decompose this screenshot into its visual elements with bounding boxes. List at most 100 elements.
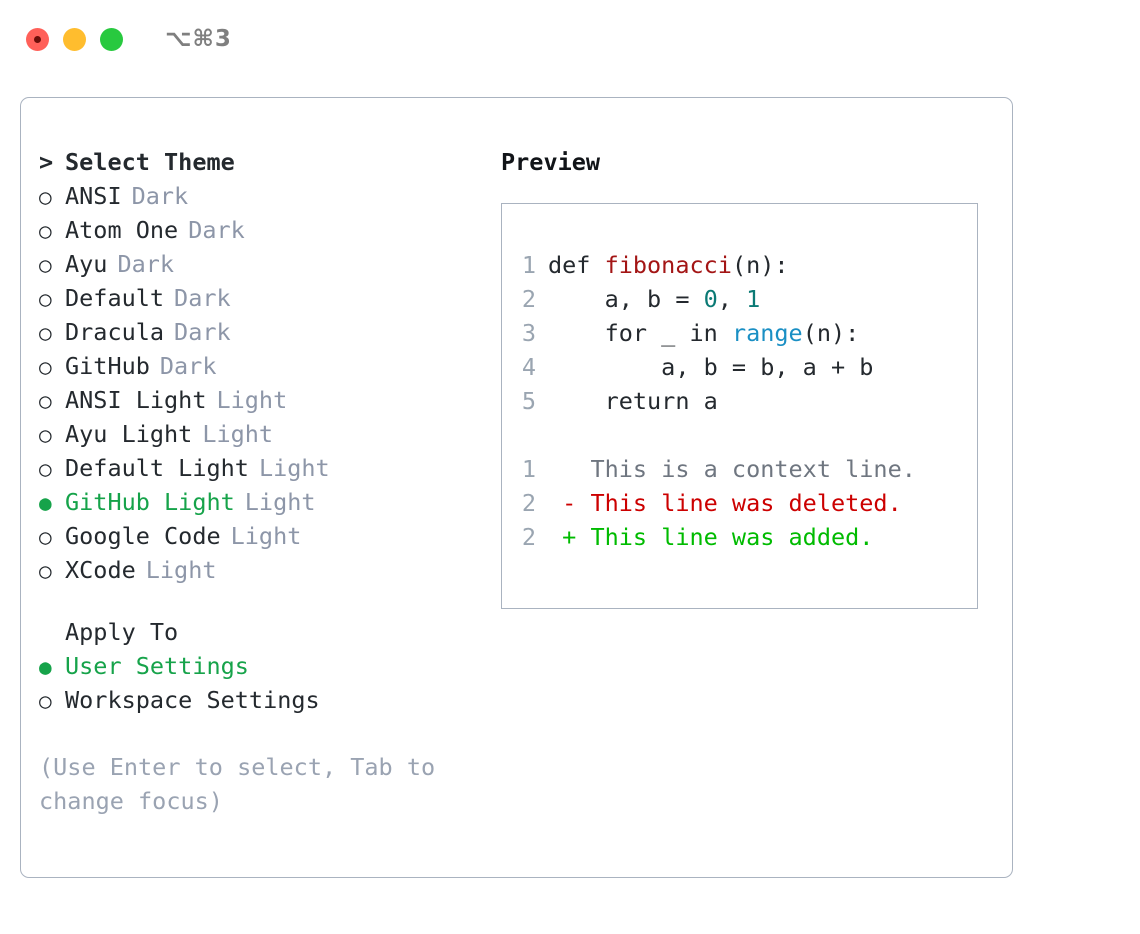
code-line-content: def fibonacci(n): xyxy=(548,251,789,279)
code-line: 4 a, b = b, a + b xyxy=(502,353,977,387)
radio-unselected-icon: ○ xyxy=(39,457,52,481)
radio-unselected-icon: ○ xyxy=(39,253,52,277)
theme-option-atom-one[interactable]: ○ Atom One Dark xyxy=(39,216,479,250)
theme-option-ayu-light[interactable]: ○ Ayu Light Light xyxy=(39,420,479,454)
keyboard-hint-text: (Use Enter to select, Tab to change focu… xyxy=(39,753,436,815)
diff-line-number: 1 xyxy=(521,455,536,483)
zoom-button[interactable] xyxy=(100,27,123,51)
code-token-fn: fibonacci xyxy=(604,251,732,279)
diff-line-ctx: 1 This is a context line. xyxy=(502,455,977,489)
code-line-number: 3 xyxy=(521,319,536,347)
radio-unselected-icon: ○ xyxy=(39,219,52,243)
theme-option-ansi[interactable]: ○ ANSI Dark xyxy=(39,182,479,216)
radio-unselected-icon: ○ xyxy=(39,423,52,447)
apply-to-list: ● User Settings ○Workspace Settings xyxy=(39,652,479,720)
theme-option-tag: Light xyxy=(145,556,217,584)
theme-option-tag: Light xyxy=(244,488,316,516)
theme-option-tag: Dark xyxy=(131,182,189,210)
theme-option-label: ANSI Light xyxy=(65,386,207,414)
code-token-plain: return a xyxy=(548,387,718,415)
title-bar: ⌥⌘3 xyxy=(0,0,1140,78)
radio-unselected-icon: ○ xyxy=(39,185,52,209)
diff-sign: + xyxy=(548,523,591,551)
theme-option-label: Default xyxy=(65,284,165,312)
code-line-content: a, b = b, a + b xyxy=(548,353,873,381)
diff-preview: 1 This is a context line.2 - This line w… xyxy=(502,455,977,557)
code-token-plain: (n): xyxy=(731,251,789,279)
apply-to-option-label: User Settings xyxy=(65,652,249,680)
diff-line-text: This line was added. xyxy=(590,523,874,551)
code-line-content: for _ in range(n): xyxy=(548,319,860,347)
code-token-plain: a, b = xyxy=(548,285,704,313)
code-line-number: 4 xyxy=(521,353,536,381)
code-line-number: 5 xyxy=(521,387,536,415)
diff-line-add: 2 + This line was added. xyxy=(502,523,977,557)
diff-line-del: 2 - This line was deleted. xyxy=(502,489,977,523)
apply-to-option-user-settings[interactable]: ● User Settings xyxy=(39,652,479,686)
code-line: 5 return a xyxy=(502,387,977,421)
apply-to-title: Apply To xyxy=(65,618,179,646)
close-button[interactable] xyxy=(26,27,49,51)
code-line: 3 for _ in range(n): xyxy=(502,319,977,353)
theme-option-tag: Dark xyxy=(174,318,231,346)
minimize-button[interactable] xyxy=(63,27,86,51)
theme-option-label: ANSI xyxy=(65,182,122,210)
radio-unselected-icon: ○ xyxy=(39,321,52,345)
theme-option-label: GitHub Light xyxy=(65,488,235,516)
radio-unselected-icon: ○ xyxy=(39,389,52,413)
theme-option-tag: Dark xyxy=(117,250,175,278)
diff-sign: - xyxy=(548,489,591,517)
theme-option-label: Atom One xyxy=(65,216,179,244)
code-token-plain: for _ in xyxy=(548,319,732,347)
theme-option-label: Google Code xyxy=(65,522,221,550)
radio-unselected-icon: ○ xyxy=(39,287,52,311)
code-token-plain: def xyxy=(548,251,605,279)
diff-line-text: This line was deleted. xyxy=(590,489,902,517)
preview-title: Preview xyxy=(501,148,601,176)
theme-option-label: XCode xyxy=(65,556,136,584)
theme-option-default[interactable]: ○ Default Dark xyxy=(39,284,479,318)
theme-option-tag: Light xyxy=(202,420,274,448)
preview-gap xyxy=(502,421,977,455)
radio-selected-icon: ● xyxy=(39,655,52,679)
diff-line-text: This is a context line. xyxy=(590,455,916,483)
code-line-content: return a xyxy=(548,387,718,415)
code-token-plain: , xyxy=(717,285,747,313)
theme-option-label: GitHub xyxy=(65,352,150,380)
code-line-number: 2 xyxy=(521,285,536,313)
code-token-num: 0 xyxy=(703,285,718,313)
theme-option-tag: Light xyxy=(230,522,302,550)
theme-option-label: Default Light xyxy=(65,454,249,482)
select-theme-title: Select Theme xyxy=(65,148,235,176)
theme-option-tag: Light xyxy=(258,454,330,482)
code-line-number: 1 xyxy=(521,251,536,279)
theme-option-ansi-light[interactable]: ○ ANSI Light Light xyxy=(39,386,479,420)
diff-sign xyxy=(548,455,590,483)
theme-option-tag: Dark xyxy=(188,216,245,244)
theme-option-default-light[interactable]: ○ Default Light Light xyxy=(39,454,479,488)
apply-to-option-workspace-settings[interactable]: ○Workspace Settings xyxy=(39,686,479,720)
code-line-content: a, b = 0, 1 xyxy=(548,285,761,313)
theme-option-github-light[interactable]: ● GitHub Light Light xyxy=(39,488,479,522)
theme-option-label: Ayu Light xyxy=(65,420,193,448)
chevron-right-icon: > xyxy=(39,148,54,176)
code-token-num: 1 xyxy=(746,285,761,313)
diff-line-number: 2 xyxy=(521,489,536,517)
radio-selected-icon: ● xyxy=(39,491,52,515)
theme-option-tag: Light xyxy=(216,386,288,414)
code-token-plain: (n): xyxy=(802,319,860,347)
theme-option-tag: Dark xyxy=(174,284,231,312)
select-theme-header: > Select Theme xyxy=(39,148,479,182)
window-controls xyxy=(26,27,123,51)
